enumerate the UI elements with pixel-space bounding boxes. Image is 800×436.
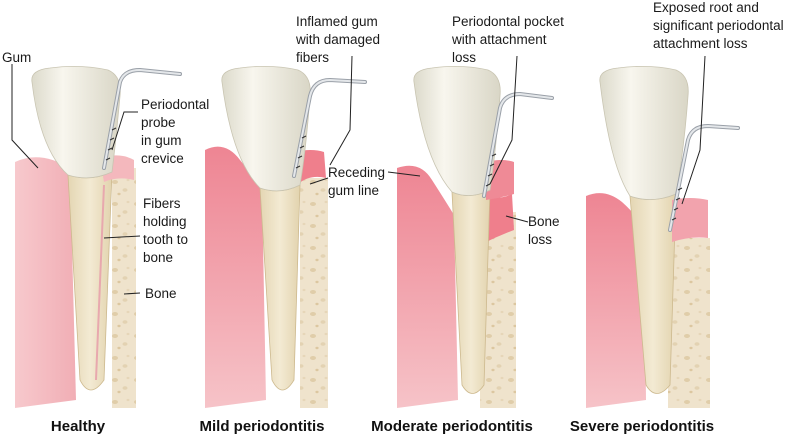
title-moderate: Moderate periodontitis bbox=[371, 418, 533, 435]
gum-tissue bbox=[397, 165, 458, 408]
gum-tissue bbox=[15, 157, 76, 408]
labels: Gum Periodontal probe in gum crevice Fib… bbox=[2, 0, 787, 301]
label-receding: Receding gum line bbox=[328, 165, 389, 198]
periodontal-probe bbox=[292, 77, 367, 178]
label-bone: Bone bbox=[145, 286, 177, 301]
periodontal-probe bbox=[482, 91, 554, 198]
label-exposed-root: Exposed root and significant periodontal… bbox=[653, 0, 787, 51]
leader-lines bbox=[11, 55, 706, 295]
title-severe: Severe periodontitis bbox=[570, 418, 714, 435]
periodontal-probe bbox=[668, 123, 740, 232]
tooth-crown bbox=[599, 66, 689, 200]
bone bbox=[668, 238, 710, 408]
gum-tissue bbox=[586, 193, 646, 408]
tooth-crown bbox=[31, 66, 121, 179]
panel-severe bbox=[586, 66, 740, 408]
panel-moderate bbox=[397, 66, 554, 408]
label-gum: Gum bbox=[2, 50, 31, 65]
root bbox=[259, 184, 301, 391]
bone bbox=[112, 168, 136, 408]
bone bbox=[300, 178, 328, 408]
panel-mild bbox=[205, 66, 367, 408]
label-probe: Periodontal probe in gum crevice bbox=[141, 97, 213, 166]
label-pocket: Periodontal pocket with attachment loss bbox=[451, 14, 568, 65]
label-bone-loss: Bone loss bbox=[528, 214, 563, 247]
label-inflamed: Inflamed gum with damaged fibers bbox=[295, 14, 384, 65]
periodontal-ligament bbox=[95, 184, 105, 381]
root bbox=[451, 189, 491, 394]
bone-loss-area bbox=[482, 194, 514, 244]
panel-healthy bbox=[15, 66, 182, 408]
title-healthy: Healthy bbox=[51, 418, 106, 435]
title-mild: Mild periodontitis bbox=[200, 418, 325, 435]
gum-tissue bbox=[205, 146, 266, 408]
stage-titles: Healthy Mild periodontitis Moderate peri… bbox=[51, 418, 714, 435]
periodontal-probe bbox=[102, 67, 182, 170]
label-fibers: Fibers holding tooth to bone bbox=[143, 196, 192, 265]
gum-inner bbox=[672, 198, 708, 242]
